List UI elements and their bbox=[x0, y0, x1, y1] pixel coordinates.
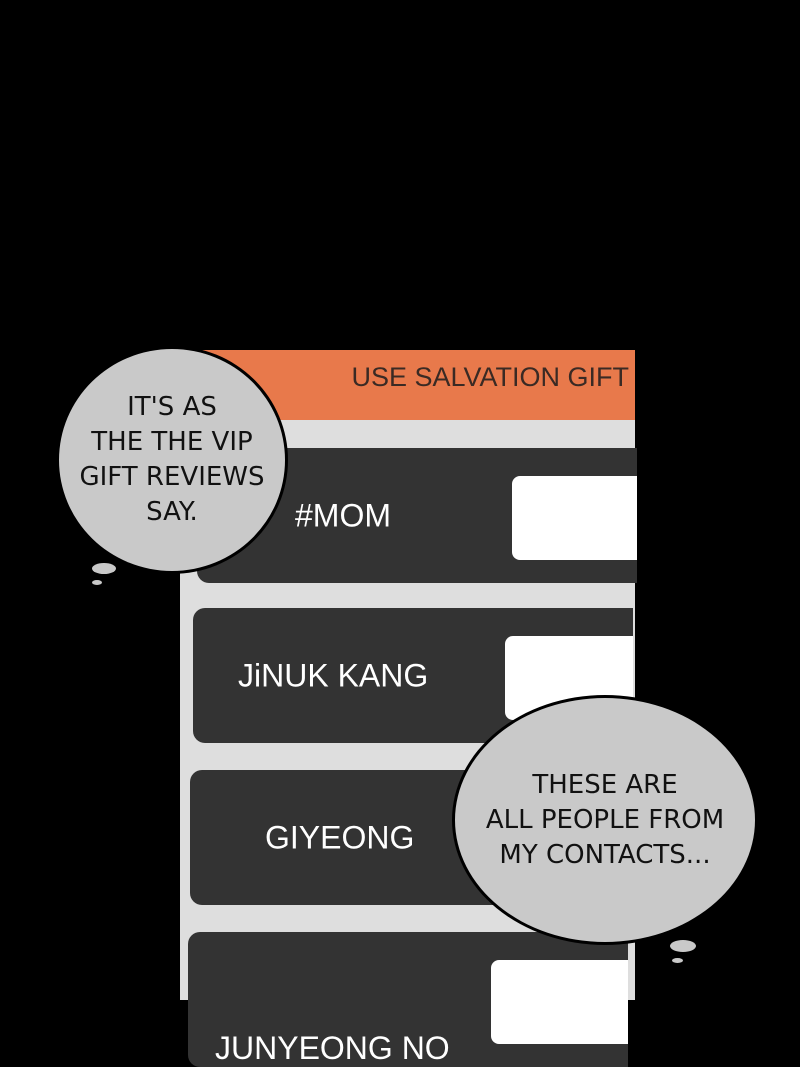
bubble-tail-dot bbox=[670, 940, 696, 952]
contact-name: JiNUK KANG bbox=[238, 657, 429, 693]
header-title: USE SALVATION GIFT bbox=[351, 362, 629, 392]
contact-name: JUNYEONG NO bbox=[215, 1030, 450, 1066]
contact-row[interactable]: JiNUK KANG bbox=[193, 608, 633, 743]
contact-row[interactable]: #MOM bbox=[197, 448, 637, 583]
contact-name: GIYEONG bbox=[265, 819, 415, 855]
select-box[interactable] bbox=[491, 960, 628, 1044]
bubble-tail-dot bbox=[92, 580, 102, 585]
speech-bubble: IT'S AS THE THE VIP GIFT REVIEWS SAY. bbox=[56, 346, 288, 574]
bubble-tail-dot bbox=[672, 958, 683, 963]
select-box[interactable] bbox=[512, 476, 637, 560]
speech-bubble: THESE ARE ALL PEOPLE FROM MY CONTACTS... bbox=[452, 695, 758, 945]
bubble-tail-dot bbox=[92, 563, 116, 574]
contact-name: #MOM bbox=[295, 497, 391, 533]
